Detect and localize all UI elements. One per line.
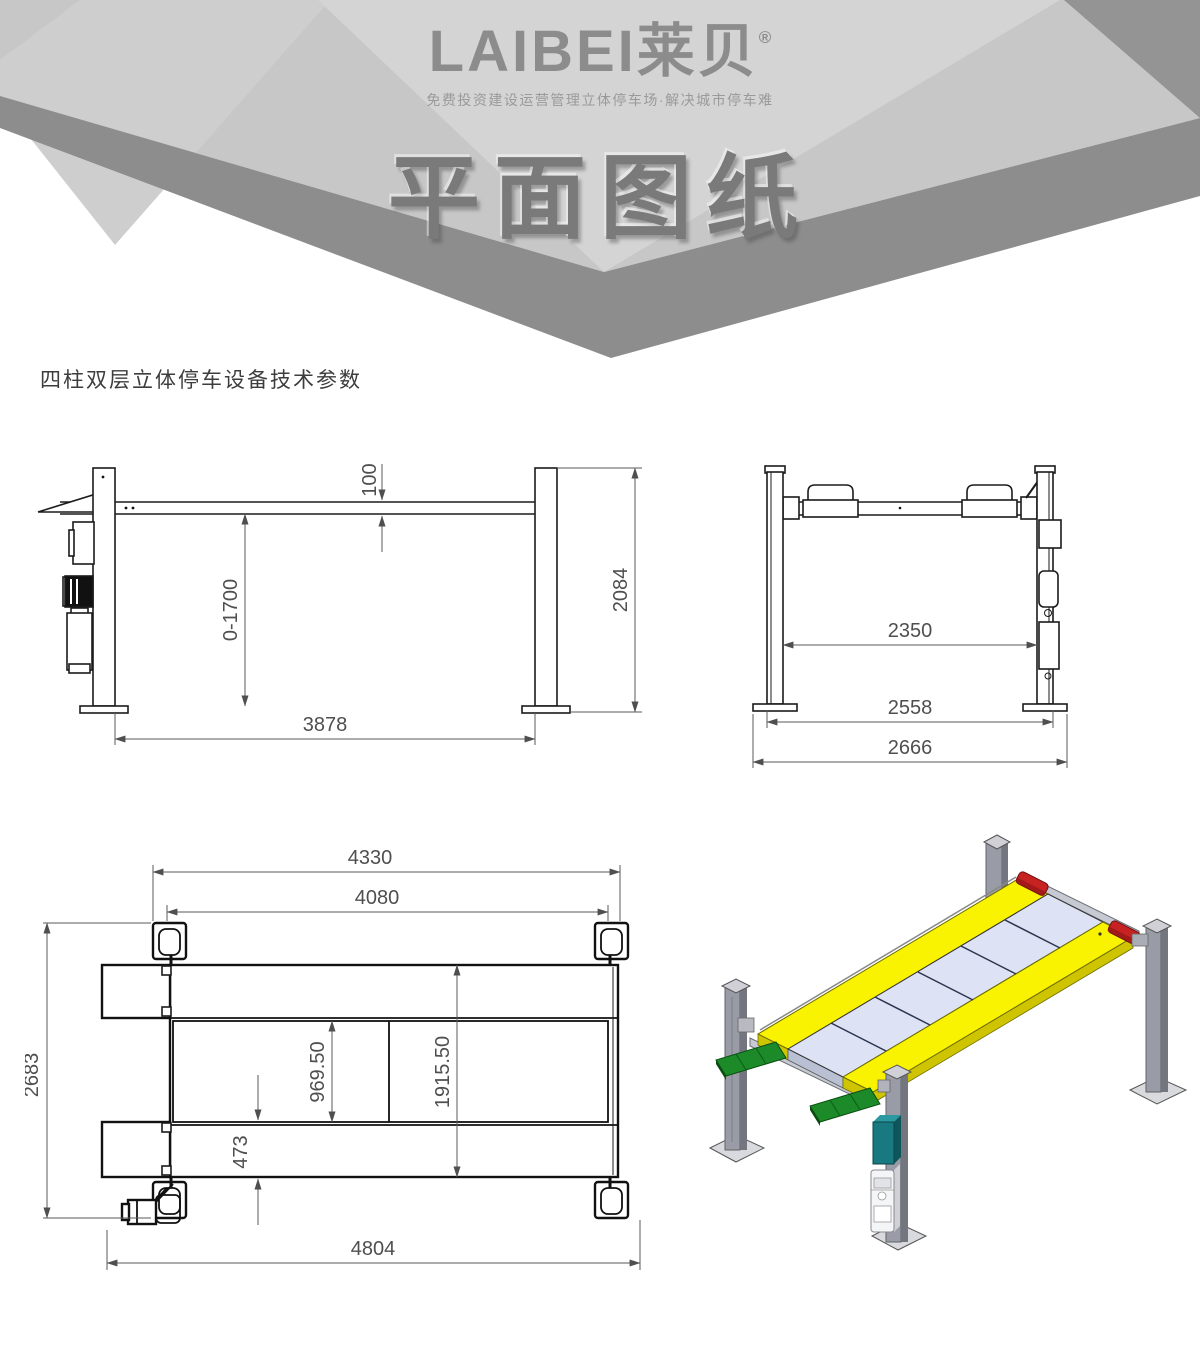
left-post [92,467,116,707]
hero-shape-band [0,0,330,245]
brand-tagline: 免费投资建设运营管理立体停车场·解决城市停车难 [426,91,774,108]
post-bracket [737,1017,755,1033]
runway-bracket [1131,933,1149,947]
tab-notch [161,965,172,976]
tab-notch [161,1165,172,1176]
dim-overall-height: 2084 [610,568,632,613]
beam-end-bracket [782,496,800,520]
beam-bolt [131,506,135,510]
motor-top [873,1115,901,1122]
post-bolt [101,475,105,479]
dim-inner-width: 2350 [888,620,933,642]
ramp-rear [715,1041,787,1080]
brand-logo: LAIBEI莱贝® [0,19,1200,84]
post-cap [720,978,752,994]
motor-unit [872,1115,901,1165]
ramp-front [809,1087,881,1126]
corner-post-top-right [593,921,630,966]
dim-post-span: 3878 [303,714,348,736]
hero-header: LAIBEI莱贝® 免费投资建设运营管理立体停车场·解决城市停车难 平面图纸 [0,0,1200,360]
hero-shape-center [318,0,1060,272]
hero-background [0,0,1200,358]
hero-shape-corner [1064,0,1200,118]
hero-text-block: LAIBEI莱贝® 免费投资建设运营管理立体停车场·解决城市停车难 平面图纸 [0,19,1200,257]
side-view-drawing: 100 0-1700 2084 3878 [37,463,642,745]
dim-overall-width: 2666 [888,737,933,759]
section-subtitle: 四柱双层立体停车设备技术参数 [40,369,362,392]
wheel-stop-shadow [1015,878,1046,896]
valve [1044,672,1052,680]
dim-length-outer: 4330 [348,847,393,869]
hydraulic-pump [66,612,93,671]
registered-mark: ® [758,28,772,47]
tab-notch [161,1122,172,1133]
control-box [72,521,95,565]
pump-foot [68,663,91,674]
motor-assembly [120,1183,181,1226]
control-box [1038,519,1062,549]
tab-notch [161,1006,172,1017]
dim-platform-thickness: 100 [359,463,381,496]
platform-outline [168,963,620,1179]
runway-section [802,499,859,518]
dim-overall-length: 4804 [351,1238,396,1260]
post-cap [982,834,1012,850]
front-view-drawing: 2350 2558 2666 [752,465,1068,768]
hydraulic-unit [870,1164,900,1233]
iso-view-render [708,834,1188,1251]
dim-platform-width: 1915.50 [432,1036,454,1108]
front-post-side [901,1074,908,1242]
dim-lift-range: 0-1700 [220,579,242,641]
runway-section [961,499,1018,518]
corner-post-bottom-right [593,1176,630,1220]
left-base-plate [752,703,798,712]
left-tab-top [100,963,172,1020]
valve [1044,609,1052,617]
motor [1038,570,1059,608]
rear-post-side [1002,842,1008,914]
dim-runway-offset: 969.50 [307,1041,329,1102]
left-base-plate [79,705,129,714]
left-tab-bottom [100,1120,172,1179]
right-base-plate [1022,703,1068,712]
oil-tank [873,1205,892,1223]
hero-shape-edge [0,96,1200,358]
hydraulic-pump [1038,621,1060,670]
dim-overall-width: 2683 [25,1053,43,1098]
control-box-flange [68,529,75,557]
post-cap [881,1064,913,1080]
tire-guide [966,484,1013,500]
deck-panel-seams [830,919,1061,1052]
pump-gauge [877,1191,887,1201]
motor-side [894,1115,901,1164]
plan-view-drawing: 4330 4080 2683 969.50 1915.50 473 4804 [25,847,641,1270]
beam-end-bracket [1020,496,1038,520]
left-post [766,471,784,705]
pump-block [873,1177,892,1189]
wheel-stop-shadow [1107,927,1138,945]
safety-flag [37,492,97,513]
dim-length-inner: 4080 [355,887,400,909]
dim-post-width: 2558 [888,697,933,719]
runway-bolt [1098,932,1102,936]
right-base-plate [521,705,571,714]
dim-runway-width: 473 [230,1135,252,1168]
rear-rail [759,876,1017,1031]
tire-guide [807,484,854,500]
brand-logo-text: LAIBEI莱贝 [428,19,759,84]
wheel-stop-far [1015,871,1049,896]
page-title: 平面图纸 [387,147,812,250]
right-post-side [1161,928,1168,1092]
motor [64,575,94,608]
corner-post-top-left [151,921,188,966]
right-post [534,467,558,707]
inner-deck [172,1020,609,1123]
post-cap [1141,918,1173,934]
beam-bolt [898,506,902,510]
beam-bolt [124,506,128,510]
right-post [1128,918,1188,1105]
post-bracket [877,1079,891,1093]
